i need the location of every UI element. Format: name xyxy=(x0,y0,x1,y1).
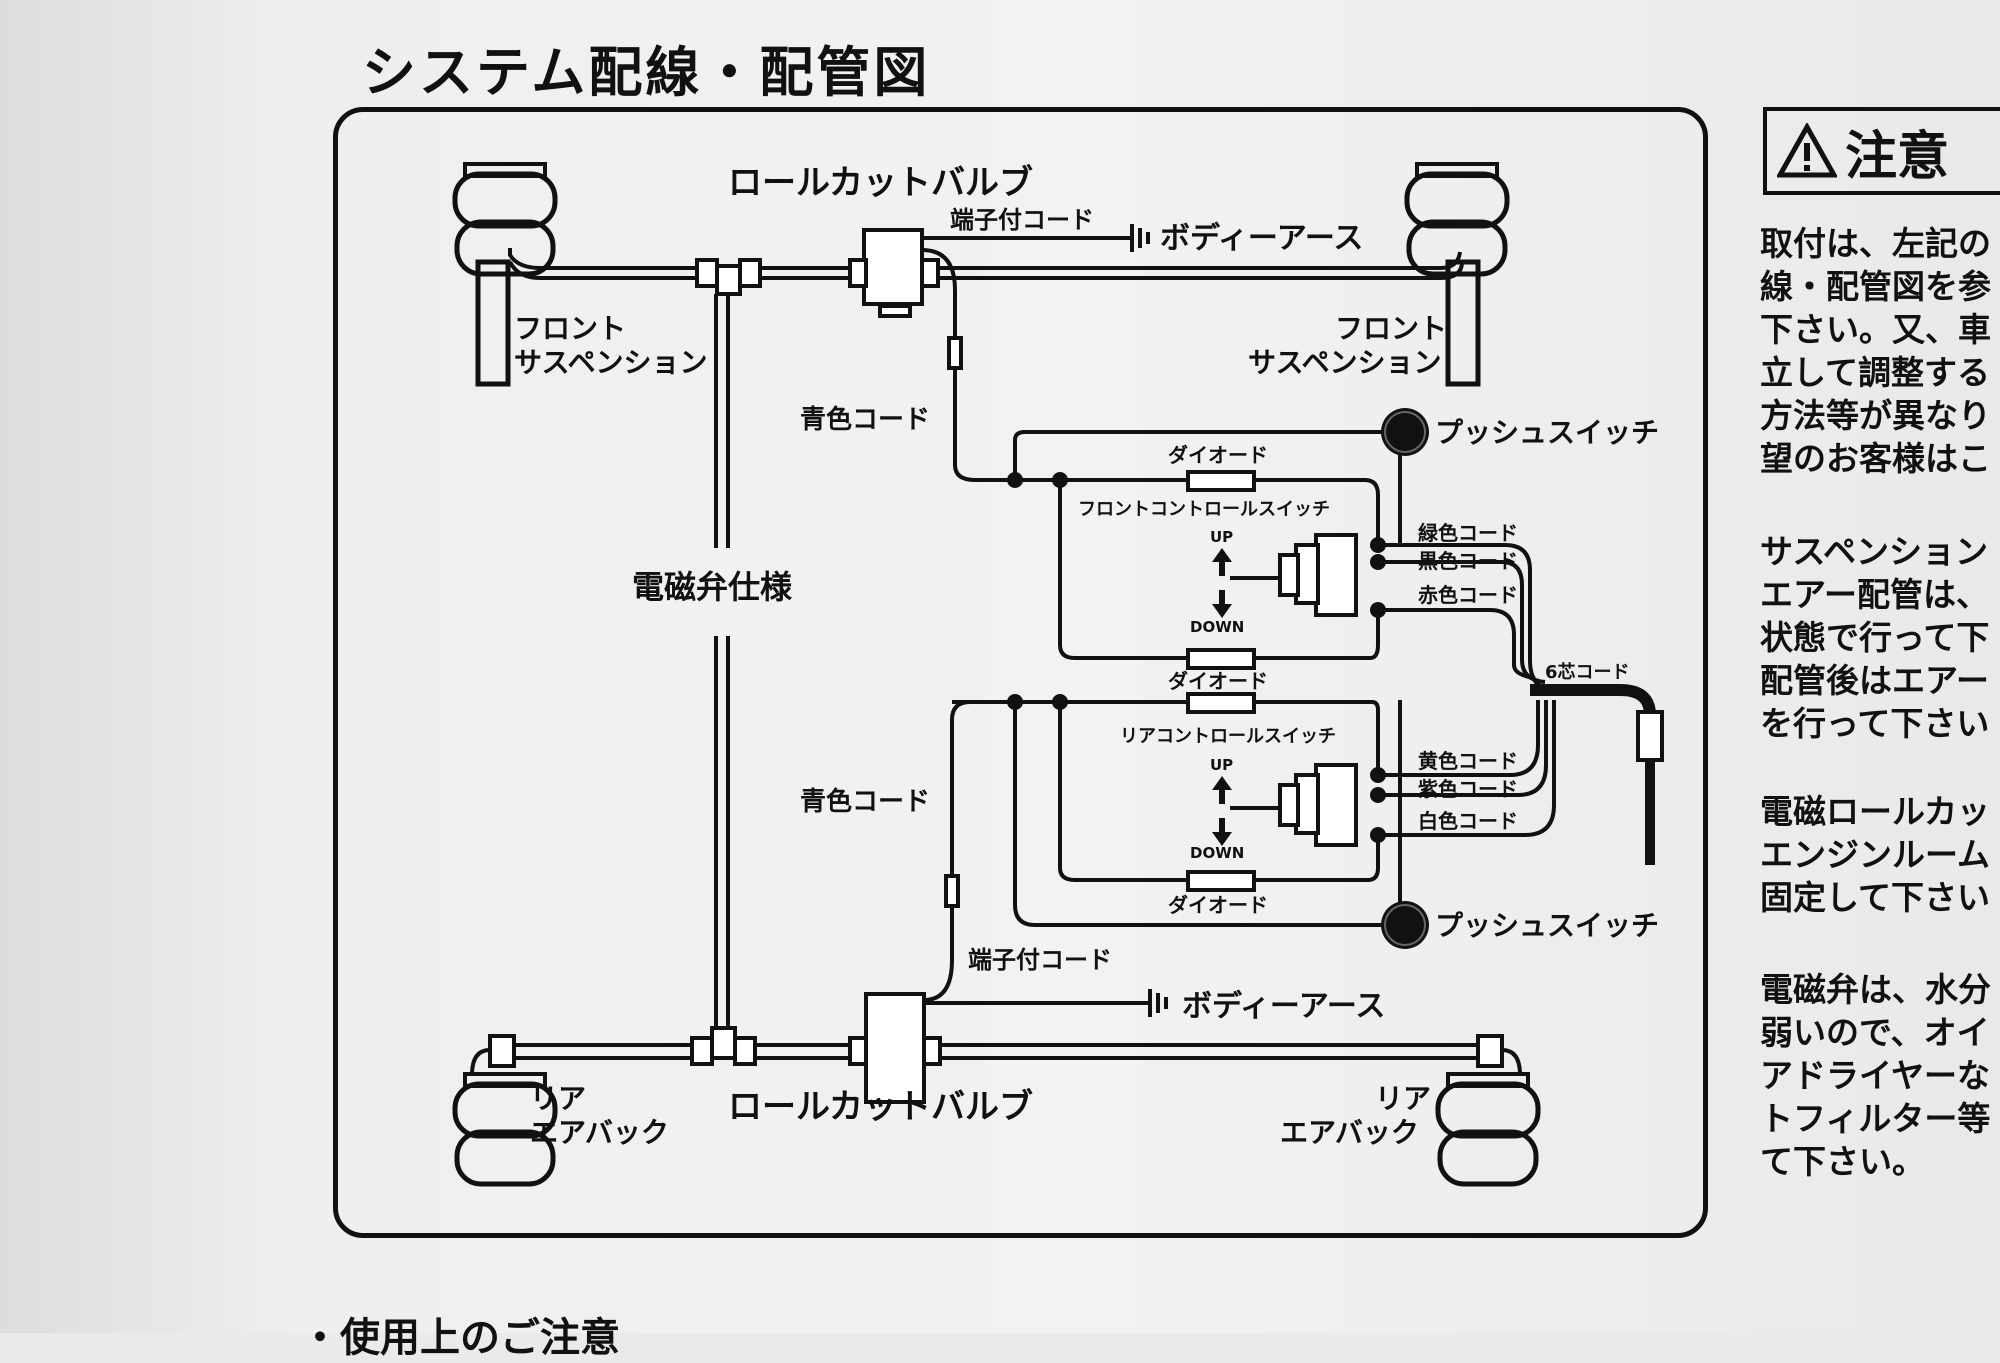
junction-dot xyxy=(1007,694,1023,710)
front-right-suspension-label-1: フロント xyxy=(1335,312,1447,345)
front-control-switch-label: フロントコントロールスイッチ xyxy=(1078,499,1330,520)
front-roll-cut-valve xyxy=(848,228,940,318)
rear-right-airbag-label-1: リア xyxy=(1375,1082,1431,1115)
rear-right-airbag xyxy=(1438,1034,1538,1184)
wiring-piping-diagram: ロールカットバルブ 端子付コード ボディーアース フロント サスペンション フロ… xyxy=(0,0,1664,1333)
junction-dot xyxy=(1370,827,1386,843)
yellow-cord-label: 黄色コード xyxy=(1418,749,1518,773)
black-cord-label: 黒色コード xyxy=(1418,549,1518,573)
front-right-suspension-label-2: サスペンション xyxy=(1248,346,1441,379)
front-left-suspension-label-1: フロント xyxy=(514,312,626,345)
front-diode-bottom xyxy=(1186,648,1256,670)
front-diode-bottom-label: ダイオード xyxy=(1168,669,1268,693)
front-up-label: UP xyxy=(1210,528,1233,546)
usage-notes-heading: ・使用上のご注意 xyxy=(300,1315,620,1361)
center-air-pipe xyxy=(714,294,730,1030)
six-core-cord-label: 6芯コード xyxy=(1545,661,1630,683)
caution-title: 注意 xyxy=(1845,126,1950,187)
diagram-frame xyxy=(333,107,1708,1238)
rear-left-airbag xyxy=(455,1034,555,1184)
purple-cord-label: 紫色コード xyxy=(1418,777,1518,801)
green-cord-label: 緑色コード xyxy=(1418,521,1518,545)
front-roll-cut-valve-label: ロールカットバルブ xyxy=(728,163,1033,203)
page-title: システム配線・配管図 xyxy=(362,41,931,104)
junction-dot xyxy=(1370,602,1386,618)
front-terminal-cord-label: 端子付コード xyxy=(950,206,1094,234)
caution-paragraph-3: 電磁ロールカッ エンジンルーム 固定して下さい xyxy=(1760,792,1991,917)
rear-t-joint xyxy=(690,1026,757,1066)
front-left-suspension xyxy=(455,164,555,387)
junction-dot xyxy=(1370,787,1386,803)
front-up-arrow-icon xyxy=(1212,548,1232,576)
junction-dot xyxy=(1370,767,1386,783)
rear-toggle-switch xyxy=(1230,763,1358,847)
rear-up-label: UP xyxy=(1210,756,1233,774)
junction-dot xyxy=(1370,537,1386,553)
caution-paragraph-1: 取付は、左記の 線・配管図を参 下さい。又、車 立して調整する 方法等が異なり … xyxy=(1760,224,1991,478)
rear-roll-cut-valve-label: ロールカットバルブ xyxy=(728,1087,1033,1127)
front-blue-cord-label: 青色コード xyxy=(800,404,930,435)
front-down-label: DOWN xyxy=(1190,618,1244,636)
caution-header: 注意 xyxy=(1763,107,2000,195)
rear-roll-cut-valve xyxy=(848,992,942,1104)
rear-body-earth-label: ボディーアース xyxy=(1182,989,1385,1024)
rear-push-switch-label: プッシュスイッチ xyxy=(1435,909,1659,942)
front-earth-cord xyxy=(922,224,1150,252)
six-core-cord xyxy=(1530,684,1664,865)
front-right-suspension xyxy=(1407,164,1507,387)
rear-down-arrow-icon xyxy=(1212,818,1232,846)
front-toggle-switch xyxy=(1230,533,1358,617)
rear-blue-cord-label: 青色コード xyxy=(800,786,930,817)
front-down-arrow-icon xyxy=(1212,590,1232,618)
front-push-switch xyxy=(1381,408,1429,456)
rear-terminal-cord-label: 端子付コード xyxy=(968,946,1112,974)
solenoid-spec-label: 電磁弁仕様 xyxy=(632,568,793,606)
rear-right-airbag-label-2: エアバック xyxy=(1280,1116,1419,1149)
rear-earth-cord xyxy=(924,989,1168,1017)
red-cord-label: 赤色コード xyxy=(1418,583,1518,607)
rear-diode-bottom xyxy=(1186,870,1256,892)
caution-paragraph-4: 電磁弁は、水分 弱いので、オイ アドライヤーな トフィルター等 て下さい。 xyxy=(1760,970,1991,1181)
front-diode-top-label: ダイオード xyxy=(1168,443,1268,467)
front-blue-cord xyxy=(921,248,1015,482)
junction-dot xyxy=(1052,694,1068,710)
junction-dot xyxy=(1007,472,1023,488)
rear-left-airbag-label-1: リア xyxy=(530,1082,586,1115)
warning-triangle-icon xyxy=(1777,123,1837,178)
white-cord-label: 白色コード xyxy=(1418,809,1518,833)
caution-paragraph-2: サスペンション エアー配管は、 状態で行って下 配管後はエアー を行って下さい xyxy=(1760,532,1990,743)
rear-push-switch xyxy=(1381,901,1429,949)
rear-up-arrow-icon xyxy=(1212,776,1232,804)
rear-diode-top xyxy=(1186,692,1256,714)
rear-diode-bottom-label: ダイオード xyxy=(1168,893,1268,917)
junction-dot xyxy=(1052,472,1068,488)
junction-dot xyxy=(1370,554,1386,570)
rear-left-airbag-label-2: エアバック xyxy=(530,1116,669,1149)
front-t-joint xyxy=(695,258,762,296)
rear-air-line xyxy=(505,1043,1490,1060)
front-left-suspension-label-2: サスペンション xyxy=(514,346,707,379)
front-push-switch-label: プッシュスイッチ xyxy=(1435,416,1659,449)
rear-down-label: DOWN xyxy=(1190,844,1244,862)
rear-control-switch-label: リアコントロールスイッチ xyxy=(1120,726,1336,747)
front-diode-top xyxy=(1186,470,1256,492)
front-body-earth-label: ボディーアース xyxy=(1160,221,1363,256)
